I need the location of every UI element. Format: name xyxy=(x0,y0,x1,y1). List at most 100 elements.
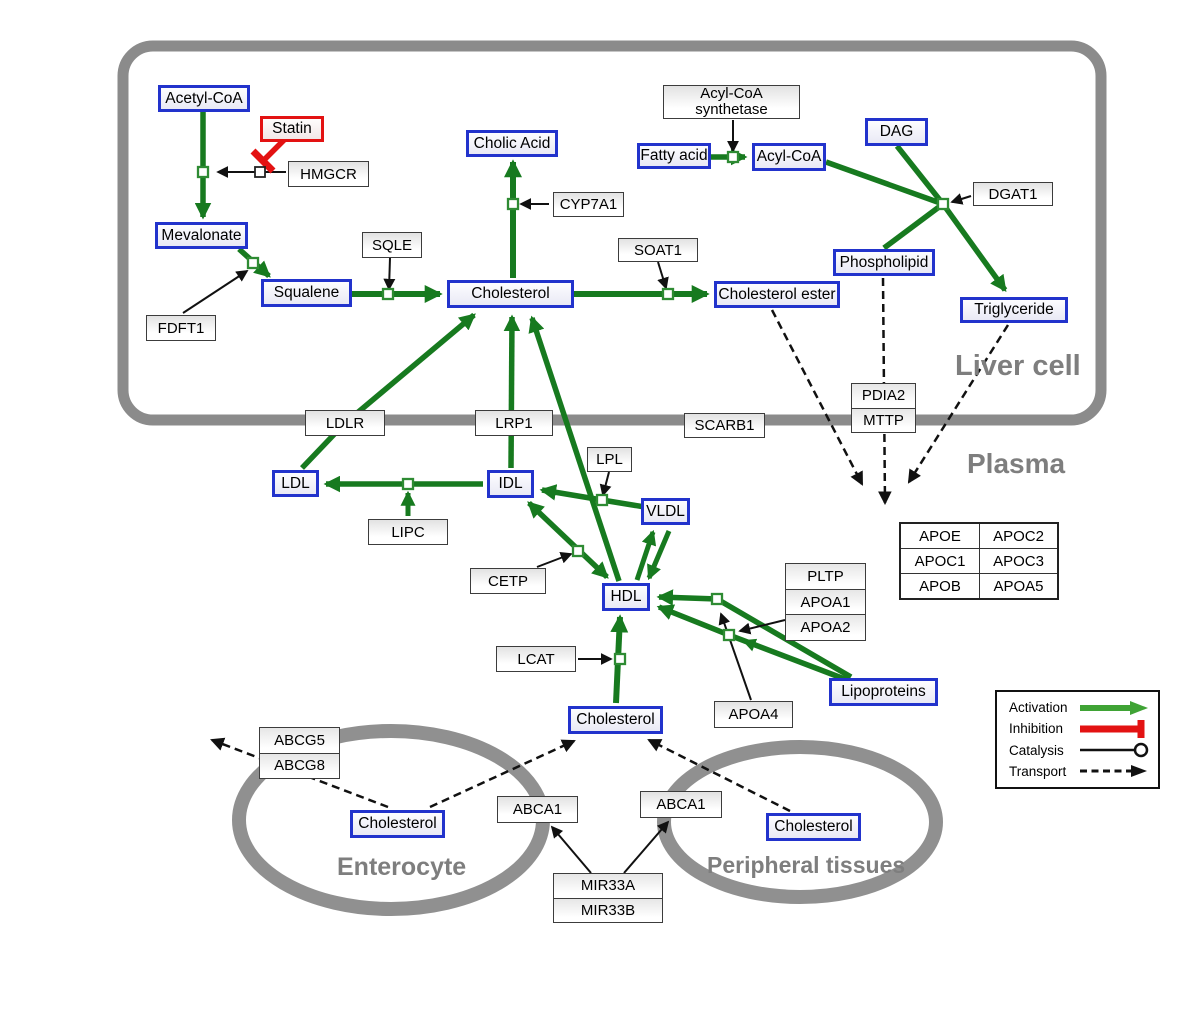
edge-acyl-coa-to-dgat1-node xyxy=(825,159,944,207)
gene-dgat1[interactable]: DGAT1 xyxy=(973,182,1053,206)
metabolite-phospholipid[interactable]: Phospholipid xyxy=(833,249,935,276)
metabolite-cholesterol-plasma[interactable]: Cholesterol xyxy=(568,706,663,734)
edge-hdl-to-vldl xyxy=(634,529,657,581)
gene-lpl[interactable]: LPL xyxy=(587,447,632,472)
apolipoprotein-cell[interactable]: APOA5 xyxy=(979,573,1057,598)
edge-enterocyte-cholesterol-to-plasma xyxy=(429,739,576,809)
reaction-node xyxy=(936,197,950,211)
edge-phospholipid-transport xyxy=(878,277,892,506)
edge-triglyceride-transport xyxy=(907,324,1010,484)
metabolite-acetyl-coa[interactable]: Acetyl-CoA xyxy=(158,85,250,112)
metabolite-lipoproteins[interactable]: Lipoproteins xyxy=(829,678,938,706)
gene-stack-abcg5-abcg8-cell-1[interactable]: ABCG8 xyxy=(260,752,339,778)
metabolite-ldl[interactable]: LDL xyxy=(272,470,319,497)
gene-stack-mir33a-mir33b-cell-1[interactable]: MIR33B xyxy=(554,897,662,922)
reaction-node xyxy=(196,165,210,179)
edge-mir33-to-abca1-enterocyte xyxy=(550,825,592,874)
edge-apoa4-catalysis xyxy=(718,612,752,701)
gene-stack-pdia2-mttp-cell-1[interactable]: MTTP xyxy=(852,407,915,432)
gene-stack-mir33a-mir33b-cell-0[interactable]: MIR33A xyxy=(554,874,662,898)
edge-dgat1-node-to-triglyceride xyxy=(940,202,1008,293)
reaction-node xyxy=(710,592,724,606)
edge-idl-hdl-exchange xyxy=(527,501,609,579)
reaction-node xyxy=(246,256,260,270)
edge-sqle-catalysis xyxy=(383,257,396,291)
liver-cell-membrane xyxy=(117,40,1107,426)
edge-cetp-catalysis xyxy=(536,552,573,568)
catalysis-circle-icon xyxy=(1080,742,1149,758)
gene-scarb1[interactable]: SCARB1 xyxy=(684,413,765,438)
region-label-plasma: Plasma xyxy=(967,448,1066,479)
reaction-node xyxy=(613,652,627,666)
gene-cetp[interactable]: CETP xyxy=(470,568,546,594)
gene-sqle[interactable]: SQLE xyxy=(362,232,422,258)
gene-stack-abcg5-abcg8-cell-0[interactable]: ABCG5 xyxy=(260,728,339,753)
gene-stack-pltp-apoa1-apoa2-cell-1[interactable]: APOA1 xyxy=(786,588,865,615)
edge-dgat1-node-to-phospholipid xyxy=(882,201,945,251)
metabolite-cholesterol-peripheral[interactable]: Cholesterol xyxy=(766,813,861,841)
gene-apoa4[interactable]: APOA4 xyxy=(714,701,793,728)
reaction-node xyxy=(571,544,585,558)
reaction-node xyxy=(661,287,675,301)
activation-arrow-icon xyxy=(1080,700,1148,715)
metabolite-vldl[interactable]: VLDL xyxy=(641,498,690,525)
gene-lipc[interactable]: LIPC xyxy=(368,519,448,545)
edge-dgat1-catalysis xyxy=(950,193,972,205)
apolipoprotein-cell[interactable]: APOC2 xyxy=(979,524,1057,548)
apolipoprotein-cell[interactable]: APOB xyxy=(901,573,979,598)
gene-abca1-enterocyte[interactable]: ABCA1 xyxy=(497,796,578,823)
gene-cyp7a1[interactable]: CYP7A1 xyxy=(553,192,624,217)
apolipoprotein-cell[interactable]: APOC3 xyxy=(979,548,1057,573)
gene-acyl-coa-synthetase[interactable]: Acyl-CoA synthetase xyxy=(663,85,800,119)
gene-fdft1[interactable]: FDFT1 xyxy=(146,315,216,341)
metabolite-mevalonate[interactable]: Mevalonate xyxy=(155,222,248,249)
edge-pltp-catalysis xyxy=(738,619,786,635)
edge-lpl-catalysis xyxy=(599,471,612,497)
drug-statin[interactable]: Statin xyxy=(260,116,324,142)
metabolite-idl[interactable]: IDL xyxy=(487,470,534,498)
edge-idl-to-liver-cholesterol xyxy=(503,314,521,469)
apolipoprotein-cell[interactable]: APOC1 xyxy=(901,548,979,573)
gene-stack-pdia2-mttp-cell-0[interactable]: PDIA2 xyxy=(852,384,915,408)
edge-fdft1-catalysis xyxy=(182,270,249,314)
edge-mir33-to-abca1-peripheral xyxy=(623,820,670,874)
gene-lrp1[interactable]: LRP1 xyxy=(475,410,553,436)
statin-inhibition-edge xyxy=(250,138,286,174)
metabolite-cholesterol-ester[interactable]: Cholesterol ester xyxy=(714,281,840,308)
metabolite-squalene[interactable]: Squalene xyxy=(261,279,352,307)
region-label-enterocyte: Enterocyte xyxy=(337,853,467,881)
reaction-node xyxy=(726,150,740,164)
metabolite-acyl-coa[interactable]: Acyl-CoA xyxy=(752,143,826,171)
edge-lipoproteins-node-arrow xyxy=(742,638,758,652)
edge-vldl-to-hdl xyxy=(646,530,672,581)
inhibition-tbar-icon xyxy=(1080,719,1145,738)
reaction-node xyxy=(595,493,609,507)
gene-hmgcr[interactable]: HMGCR xyxy=(288,161,369,187)
edge-soat1-catalysis xyxy=(657,261,669,290)
reaction-node xyxy=(401,477,415,491)
metabolite-cholic-acid[interactable]: Cholic Acid xyxy=(466,130,558,157)
metabolite-cholesterol-enterocyte[interactable]: Cholesterol xyxy=(350,810,445,838)
metabolite-cholesterol-liver[interactable]: Cholesterol xyxy=(447,280,574,308)
gene-stack-pltp-apoa1-apoa2-cell-2[interactable]: APOA2 xyxy=(786,614,865,641)
metabolite-triglyceride[interactable]: Triglyceride xyxy=(960,297,1068,323)
transport-dashed-arrow-icon xyxy=(1080,765,1147,778)
legend-label-inhibition: Inhibition xyxy=(1009,721,1064,737)
metabolite-fatty-acid[interactable]: Fatty acid xyxy=(637,143,711,169)
edge-peripheral-cholesterol-to-plasma xyxy=(647,738,791,813)
gene-lcat[interactable]: LCAT xyxy=(496,646,576,672)
reaction-node xyxy=(506,197,520,211)
legend-label-transport: Transport xyxy=(1009,763,1067,779)
gene-abca1-peripheral[interactable]: ABCA1 xyxy=(640,791,722,818)
gene-soat1[interactable]: SOAT1 xyxy=(618,238,698,262)
apolipoprotein-cell[interactable]: APOE xyxy=(901,524,979,548)
gene-ldlr[interactable]: LDLR xyxy=(305,410,385,436)
metabolite-hdl[interactable]: HDL xyxy=(602,583,650,611)
gene-stack-pltp-apoa1-apoa2-cell-0[interactable]: PLTP xyxy=(786,564,865,589)
metabolite-dag[interactable]: DAG xyxy=(865,118,928,146)
